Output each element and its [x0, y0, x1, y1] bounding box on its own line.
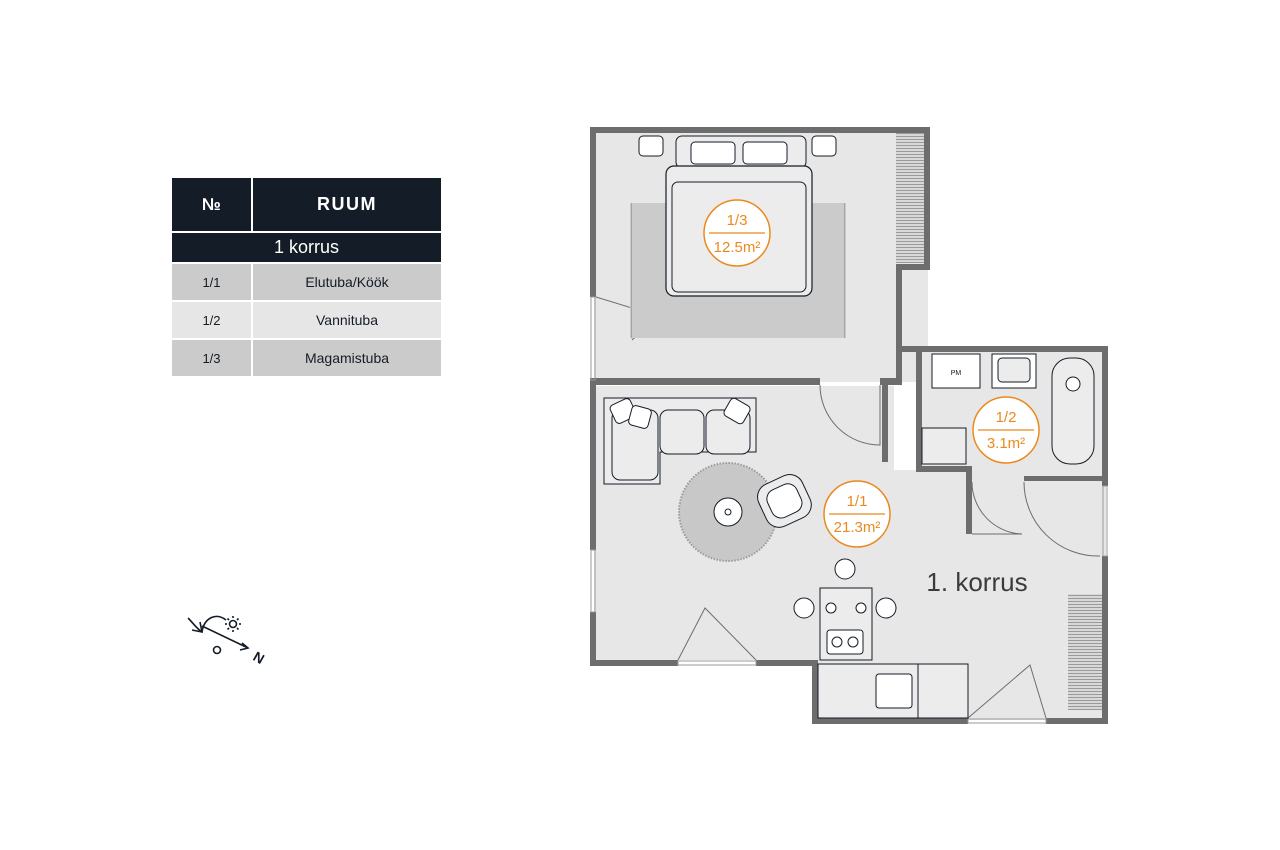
dining-set [793, 558, 897, 661]
washing-machine-label: PM [951, 370, 962, 377]
floor-title: 1. korrus [926, 567, 1027, 597]
room-number: 1/3 [172, 340, 251, 376]
room-area-label: 3.1m² [987, 435, 1025, 452]
room-number: 1/1 [172, 264, 251, 300]
header-room: RUUM [253, 178, 441, 231]
room-area-label: 21.3m² [834, 519, 881, 536]
walls [590, 127, 1108, 724]
room-name: Magamistuba [253, 340, 441, 376]
table-row: 1/3 Magamistuba [172, 340, 441, 376]
room-number-label: 1/1 [847, 493, 868, 510]
floor-plan: PM 1/3 12.5m² 1/2 3.1m² 1/1 21.3m² 1. ko… [590, 127, 1108, 724]
bathroom-fixtures: PM [921, 353, 1095, 465]
kitchen-counter [817, 663, 969, 719]
room-label-1-2: 1/2 3.1m² [972, 396, 1040, 464]
room-name: Vannituba [253, 302, 441, 338]
header-number: № [172, 178, 251, 231]
room-table: № RUUM 1 korrus 1/1 Elutuba/Köök 1/2 Van… [172, 178, 441, 376]
table-header: № RUUM [172, 178, 441, 231]
room-name: Elutuba/Köök [253, 264, 441, 300]
compass-icon: N [187, 615, 268, 667]
north-label: N [251, 648, 268, 667]
room-number-label: 1/2 [996, 409, 1017, 426]
windows [590, 296, 1108, 724]
table-row: 1/1 Elutuba/Köök [172, 264, 441, 300]
room-label-1-1: 1/1 21.3m² [823, 480, 891, 548]
coffee-area [678, 462, 812, 562]
sofa [603, 397, 757, 485]
table-row: 1/2 Vannituba [172, 302, 441, 338]
floor-heading: 1 korrus [172, 233, 441, 262]
radiator [1068, 594, 1102, 710]
room-number: 1/2 [172, 302, 251, 338]
room-area-label: 12.5m² [714, 239, 761, 256]
room-label-1-3: 1/3 12.5m² [703, 199, 771, 267]
room-number-label: 1/3 [727, 212, 748, 229]
radiator [896, 133, 924, 263]
